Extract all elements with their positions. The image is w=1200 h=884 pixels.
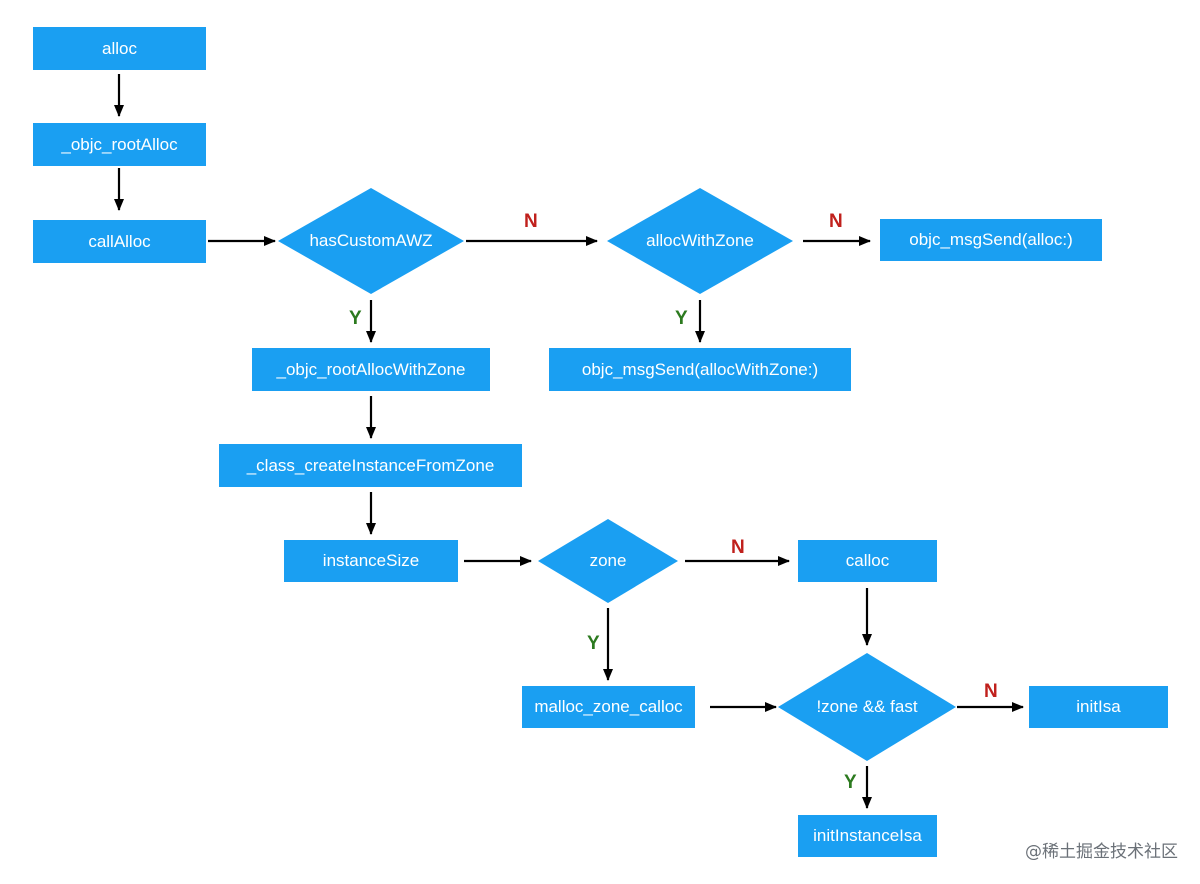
diamond-zone (538, 519, 678, 603)
diamond-label-zone: zone (589, 551, 627, 570)
watermark-text: @稀土掘金技术社区 (1025, 842, 1178, 862)
label-yes-allocwithzone: Y (675, 308, 688, 329)
node-initisa: initIsa (1029, 686, 1168, 728)
node-callalloc: callAlloc (33, 220, 206, 263)
label-yes-hascustomawz: Y (349, 308, 362, 329)
diamond-label-allocwithzone: allocWithZone (646, 231, 754, 250)
node-msgsend-allocwithzone: objc_msgSend(allocWithZone:) (549, 348, 851, 391)
diamond-label-hascustomawz: hasCustomAWZ (309, 231, 433, 250)
node-objc-rootallocwithzone: _objc_rootAllocWithZone (252, 348, 490, 391)
node-malloc-zone-calloc: malloc_zone_calloc (522, 686, 695, 728)
node-alloc: alloc (33, 27, 206, 70)
node-instancesize: instanceSize (284, 540, 458, 582)
node-msgsend-alloc: objc_msgSend(alloc:) (880, 219, 1102, 261)
label-no-zone-fast: N (984, 681, 998, 702)
diamond-allocwithzone (607, 188, 793, 294)
label-yes-zone-fast: Y (844, 772, 857, 793)
label-no-hascustomawz: N (524, 211, 538, 232)
diamond-zone-fast (778, 653, 956, 761)
diamond-hascustomawz (278, 188, 464, 294)
label-no-allocwithzone: N (829, 211, 843, 232)
label-yes-zone: Y (587, 633, 600, 654)
diamond-label-zone-fast: !zone && fast (816, 697, 918, 716)
node-initinstanceisa: initInstanceIsa (798, 815, 937, 857)
node-class-createinstancefromzone: _class_createInstanceFromZone (219, 444, 522, 487)
node-calloc: calloc (798, 540, 937, 582)
label-no-zone: N (731, 537, 745, 558)
node-objc-rootalloc: _objc_rootAlloc (33, 123, 206, 166)
